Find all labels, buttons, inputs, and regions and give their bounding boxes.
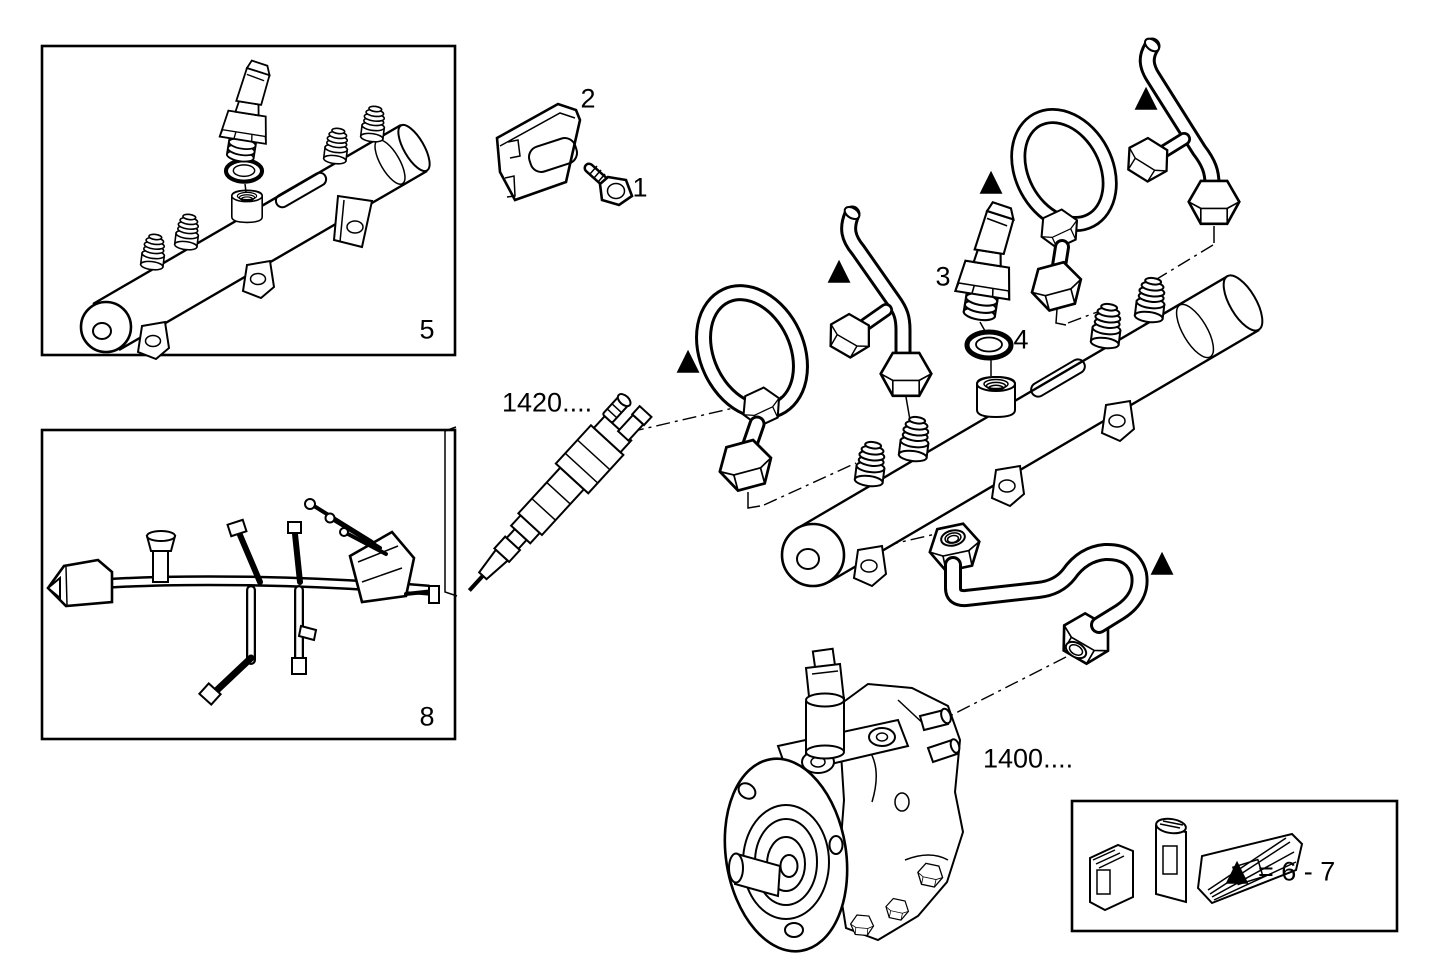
- inset-box-border: [40, 44, 457, 357]
- triangle-marker-icon: ▲: [979, 163, 1003, 198]
- injector-pipe-loop-left-drawing: [695, 284, 809, 496]
- inset-box-border: [40, 428, 457, 741]
- callout-8-label: 8: [419, 701, 435, 732]
- injector-ref-label: 1420....: [502, 387, 593, 418]
- pump-pipe-drawing: [924, 519, 1149, 672]
- callout-2-label: 2: [580, 83, 596, 114]
- wiring-harness-inset-figure: [40, 428, 457, 741]
- callout-5-label: 5: [419, 314, 435, 345]
- fuel-rail-inset-figure: [40, 44, 457, 361]
- injection-pump-drawing: [723, 647, 965, 953]
- triangle-marker-icon: ▲: [1150, 544, 1174, 579]
- pressure-sensor-drawing: [950, 197, 1025, 376]
- triangle-marker-icon: ▲: [676, 342, 700, 377]
- fuel-rail-main-drawing: [780, 274, 1264, 588]
- injector-pipe-straight-left-drawing: [820, 205, 933, 398]
- injector-pipe-loop-right-drawing: [1010, 107, 1118, 315]
- pipe-bundle-icon: [1089, 817, 1304, 912]
- callout-3-label: 3: [935, 261, 951, 292]
- legend-figure: [1070, 799, 1399, 933]
- injector-pipe-straight-right-drawing: [1118, 37, 1241, 226]
- fuel-rail-inset-drawing: [79, 104, 431, 361]
- bolt-drawing: [583, 162, 634, 207]
- callout-1-label: 1: [632, 172, 648, 203]
- wiring-harness-drawing: [46, 498, 440, 706]
- pump-ref-label: 1400....: [983, 743, 1074, 774]
- callout-4-label: 4: [1013, 324, 1029, 355]
- bracket-drawing: [495, 102, 582, 202]
- legend-triangle-icon: ▲: [1225, 853, 1249, 888]
- fuel-injector-drawing: [467, 393, 653, 592]
- triangle-marker-icon: ▲: [827, 252, 851, 287]
- legend-box-border: [1070, 799, 1399, 933]
- triangle-marker-icon: ▲: [1134, 79, 1158, 114]
- legend-text: = 6 - 7: [1258, 856, 1336, 887]
- pressure-sensor-inset-drawing: [215, 56, 280, 193]
